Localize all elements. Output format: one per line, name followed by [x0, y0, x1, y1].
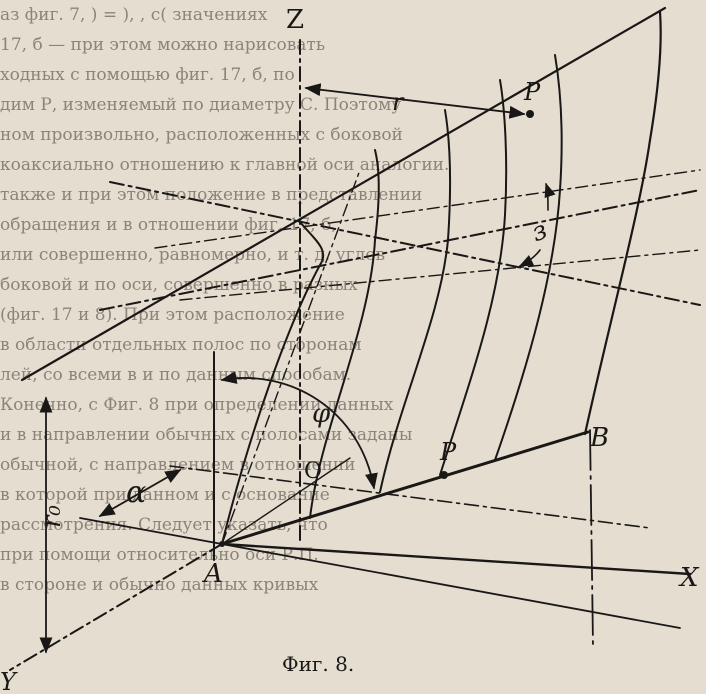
upper-dashdot-line-2 [99, 189, 701, 311]
point-a-label: A [202, 559, 223, 589]
background-text-line: боковой и по оси, совершенно в разных [0, 275, 358, 295]
surface-curve-3 [379, 109, 452, 493]
point-b-label: B [589, 423, 609, 453]
y-axis-label: Y [0, 668, 18, 694]
point-p-bottom-label: P [439, 438, 457, 466]
background-text-line: ходных с помощью фиг. 17, б, по [0, 65, 295, 85]
r-dimension-arrow [304, 83, 526, 119]
phi-arc-arrow [220, 371, 378, 490]
alpha-label: α [126, 475, 146, 510]
origin-label: O [304, 459, 322, 484]
alpha-dimension-arrow [98, 469, 182, 517]
surface-curve-5 [494, 54, 563, 461]
x-axis [220, 542, 692, 576]
upper-dashdot-line-1 [109, 181, 701, 306]
r-label: r [392, 88, 405, 116]
background-text-line: аз фиг. 7, ) = ), , с( значениях [0, 5, 268, 25]
surface-curve-6 [583, 10, 662, 436]
vertical-at-b [589, 429, 594, 646]
background-text-line: коаксиально отношению к главной оси анал… [0, 155, 450, 175]
epsilon-arrow-top [544, 182, 556, 211]
background-text-line: или совершенно, равномерно, и т. д. угло… [0, 245, 386, 265]
background-text-line: в стороне и обычно данных кривых [0, 575, 319, 595]
point-a [219, 541, 225, 547]
point-p-top [526, 110, 534, 118]
point-p-top-label: P [523, 78, 541, 106]
line-a-b [220, 430, 590, 546]
epsilon-label: з [528, 215, 552, 248]
phi-label: φ [312, 399, 331, 429]
epsilon-arrow-bottom [518, 249, 541, 267]
point-p-bottom [440, 471, 448, 479]
upper-dashdot-line-4 [179, 249, 701, 301]
upper-diagonal-line [20, 6, 667, 382]
background-text-line: при помощи относительно оси Р.П. [0, 545, 319, 565]
upper-dashdot-line-3 [154, 169, 701, 249]
background-text-line: также и при этом положение в представлен… [0, 185, 423, 205]
lower-parallel-line [79, 517, 681, 629]
origin-dashdot-line [169, 465, 651, 529]
background-text-line: 17, б — при этом можно нарисовать [0, 35, 326, 55]
background-text-line: обращения и в отношении фиг. 17, б, [0, 215, 337, 235]
background-text-line: рассмотрения. Следует указать, что [0, 515, 328, 535]
surface-curve-1 [221, 221, 325, 545]
y-axis [9, 543, 223, 671]
background-text-line: (фиг. 17 и 8). При этом расположение [0, 305, 345, 325]
background-text-line: ном произвольно, расположенных с боковой [0, 125, 403, 145]
surface-curve-4 [439, 79, 508, 476]
r0-label: r₀ [37, 505, 67, 528]
z-axis-label: Z [286, 5, 304, 35]
x-axis-label: X [678, 563, 700, 593]
figure-caption: Фиг. 8. [282, 652, 354, 676]
